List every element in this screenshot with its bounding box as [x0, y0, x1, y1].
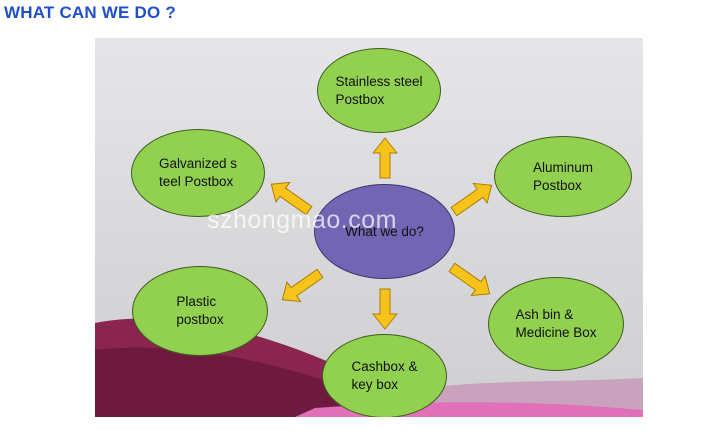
node-label: Aluminum Postbox: [532, 159, 594, 193]
page-title: WHAT CAN WE DO ?: [4, 3, 176, 22]
node-cashbox: Cashbox & key box: [322, 334, 447, 417]
node-label: Plastic postbox: [176, 294, 224, 327]
arrow-up-left-icon: [266, 178, 316, 218]
arrow-up-right-icon: [447, 179, 497, 219]
arrow-down-left-icon: [277, 266, 327, 306]
arrow-up-icon: [372, 137, 398, 179]
node-galvanized: Galvanized s teel Postbox: [131, 129, 265, 217]
center-node: What we do?: [314, 184, 455, 279]
node-label: Cashbox & key box: [351, 359, 418, 392]
node-label: Ash bin & Medicine Box: [515, 307, 597, 340]
arrow-down-icon: [372, 288, 398, 330]
watermark-text: szhongmao.com: [207, 206, 397, 234]
node-stainless-steel: Stainless steel Postbox: [317, 48, 441, 133]
node-label: Stainless steel Postbox: [335, 73, 423, 107]
arrow-down-right-icon: [445, 260, 495, 300]
diagram-panel: What we do? Stainless steel Postbox Alum…: [95, 38, 643, 417]
node-aluminum: Aluminum Postbox: [494, 136, 632, 217]
node-ash-bin: Ash bin & Medicine Box: [488, 277, 624, 371]
center-node-label: What we do?: [345, 224, 424, 239]
node-label: Galvanized s teel Postbox: [158, 156, 238, 189]
node-plastic: Plastic postbox: [132, 266, 268, 356]
